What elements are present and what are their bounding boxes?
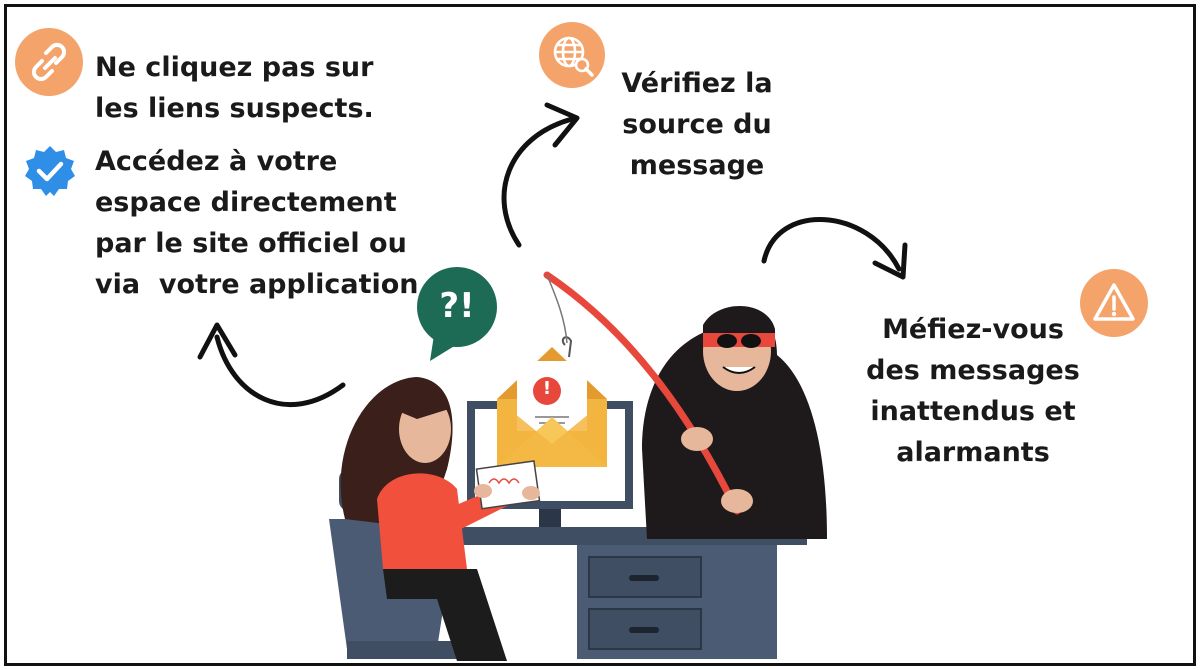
tip-messages-text: Méfiez-vous des messages inattendus et a… bbox=[866, 314, 1080, 468]
speech-bubble: ?! bbox=[412, 265, 502, 365]
globe-search-icon bbox=[539, 22, 605, 88]
arrow-to-source bbox=[197, 102, 908, 407]
link-icon bbox=[15, 28, 83, 96]
tip-links-text: Ne cliquez pas sur les liens suspects. bbox=[95, 52, 374, 124]
phishing-scene-illustration bbox=[329, 271, 827, 661]
warning-triangle-icon bbox=[1080, 269, 1148, 337]
tip-source-text: Vérifiez la source du message bbox=[621, 68, 773, 181]
infographic-frame: Ne cliquez pas sur les liens suspects. A… bbox=[4, 4, 1196, 666]
envelope-alert-mark: ! bbox=[542, 378, 552, 399]
speech-bubble-text: ?! bbox=[439, 286, 475, 326]
verified-check-icon bbox=[23, 144, 77, 198]
tip-official-text: Accédez à votre espace directement par l… bbox=[95, 146, 419, 300]
